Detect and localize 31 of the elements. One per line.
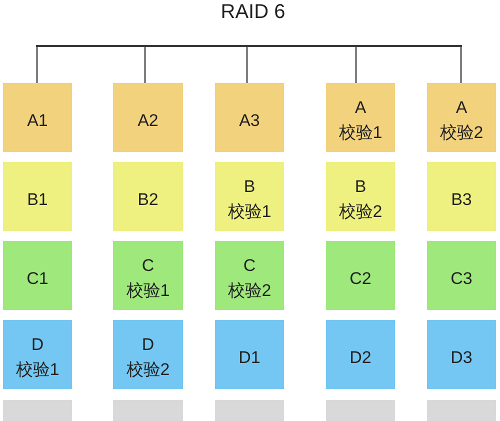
connector-line (246, 46, 248, 83)
disk-block: B2 (113, 162, 183, 231)
disk-block: C2 (326, 241, 395, 310)
disk-block: A 校验1 (326, 83, 395, 152)
connector-line (460, 46, 462, 83)
disk-block: B3 (427, 162, 496, 231)
disk-block: C 校验2 (215, 241, 284, 310)
disk-block: D 校验1 (3, 320, 72, 389)
connector-line (36, 46, 38, 83)
disk-block: A2 (113, 83, 183, 152)
title: RAID 6 (220, 0, 286, 25)
empty-block (427, 400, 496, 421)
connector-line (144, 46, 146, 83)
disk-block: D2 (326, 320, 395, 389)
empty-block (326, 400, 395, 421)
disk-block: B 校验1 (215, 162, 284, 231)
disk-block: A1 (3, 83, 72, 152)
empty-block (113, 400, 183, 421)
disk-block: C1 (3, 241, 72, 310)
empty-block (3, 400, 72, 421)
disk-block: A3 (215, 83, 284, 152)
disk-block: A 校验2 (427, 83, 496, 152)
disk-block: D3 (427, 320, 496, 389)
disk-block: D 校验2 (113, 320, 183, 389)
disk-block: C 校验1 (113, 241, 183, 310)
disk-block: B 校验2 (326, 162, 395, 231)
connector-line (355, 46, 357, 83)
empty-block (215, 400, 284, 421)
disk-block: C3 (427, 241, 496, 310)
disk-block: D1 (215, 320, 284, 389)
disk-block: B1 (3, 162, 72, 231)
